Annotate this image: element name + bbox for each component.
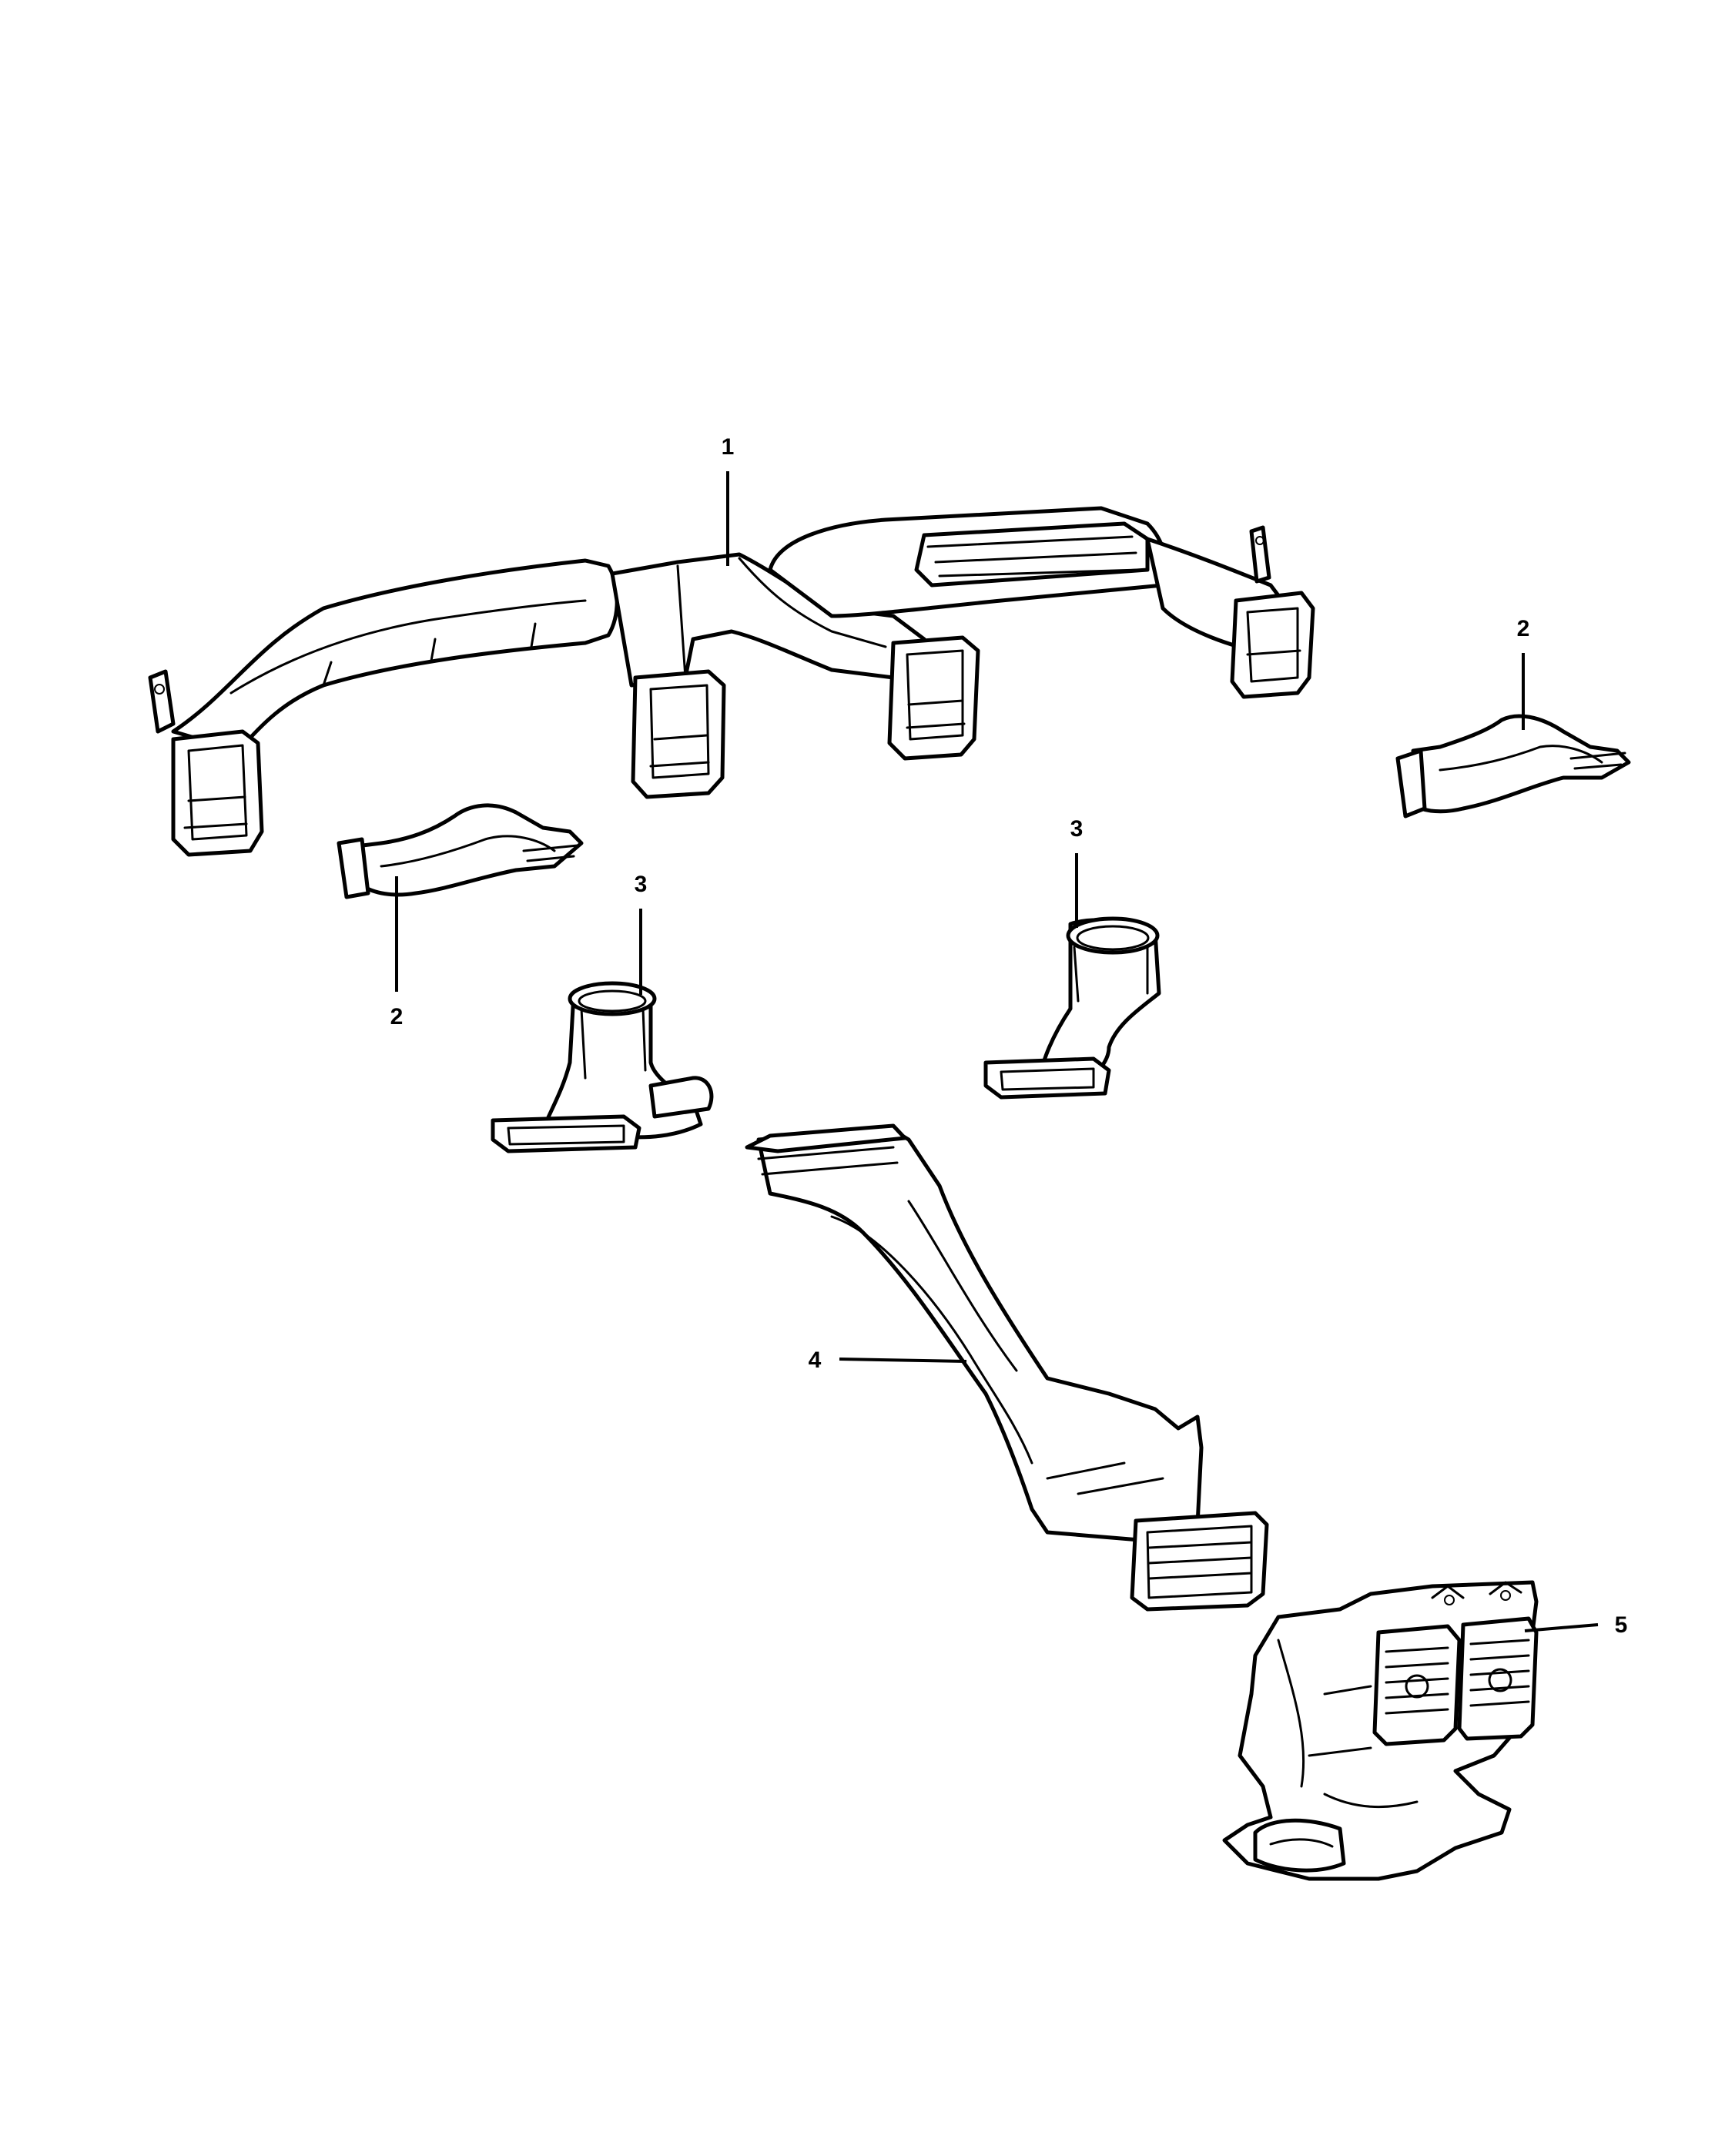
- callout-2-right: 2: [1517, 616, 1530, 641]
- part-1-main-duct: [148, 506, 1315, 857]
- leader-lines: [395, 471, 1599, 1632]
- callout-2-left: 2: [390, 1004, 404, 1029]
- part-3-floor-duct-left: [491, 981, 714, 1153]
- part-4-console-duct: [745, 1123, 1269, 1612]
- part-2-duct-left: [337, 803, 584, 899]
- callout-5: 5: [1615, 1612, 1628, 1638]
- part-2-duct-right: [1395, 714, 1631, 819]
- callout-3-left: 3: [635, 872, 648, 897]
- callout-4: 4: [809, 1348, 822, 1373]
- callout-labels: 1 2 2 3 3 4 5: [390, 434, 1628, 1638]
- part-5-rear-outlet-assembly: [1222, 1580, 1539, 1881]
- leader-5: [1524, 1623, 1599, 1632]
- part-3-floor-duct-right: [983, 916, 1161, 1100]
- callout-3-right: 3: [1070, 816, 1084, 842]
- leader-4: [839, 1358, 967, 1363]
- callout-1: 1: [722, 434, 735, 460]
